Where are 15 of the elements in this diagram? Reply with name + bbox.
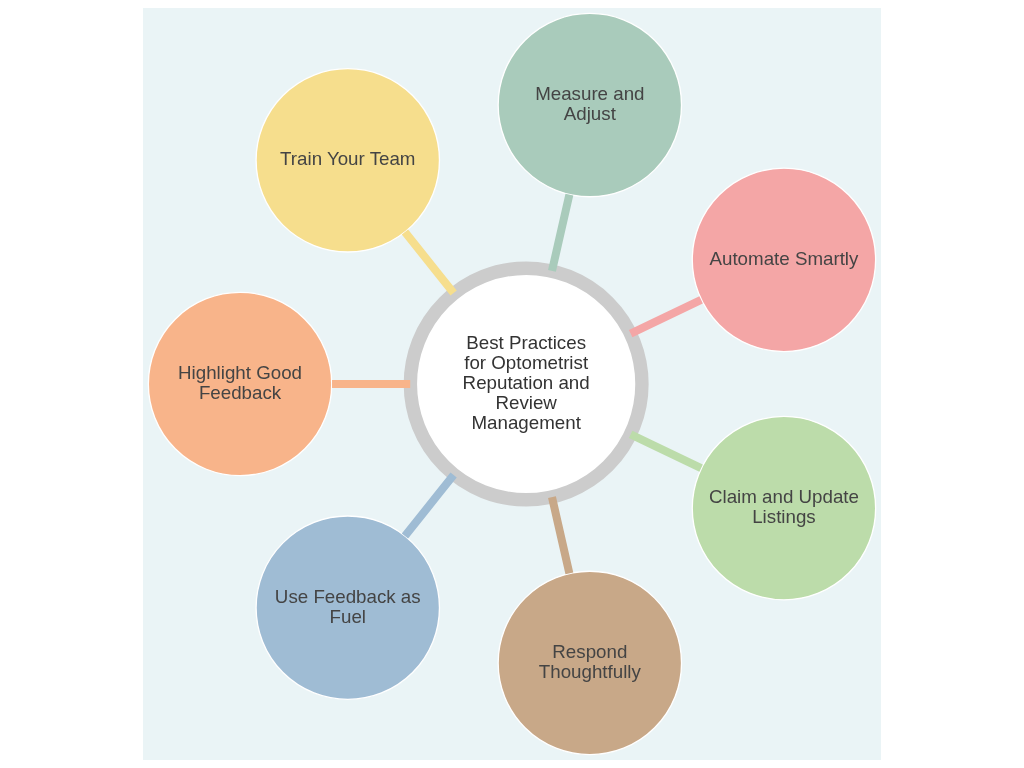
node-circle: Best Practices for Optometrist Reputation and Review Management — [403, 261, 649, 507]
node-circle: Automate Smartly — [691, 167, 877, 353]
node-circle: Use Feedback as Fuel — [255, 515, 441, 701]
node-circle: Train Your Team — [255, 67, 441, 253]
connector — [628, 430, 703, 472]
node-circle: Highlight Good Feedback — [147, 291, 333, 477]
connector — [548, 193, 574, 272]
connector — [332, 379, 411, 388]
connector — [401, 229, 457, 296]
connector — [401, 472, 457, 539]
connector — [628, 296, 703, 338]
node-circle: Measure and Adjust — [497, 12, 683, 198]
connector — [548, 496, 574, 575]
node-circle: Claim and Update Listings — [691, 415, 877, 601]
node-circle: Respond Thoughtfully — [497, 570, 683, 756]
